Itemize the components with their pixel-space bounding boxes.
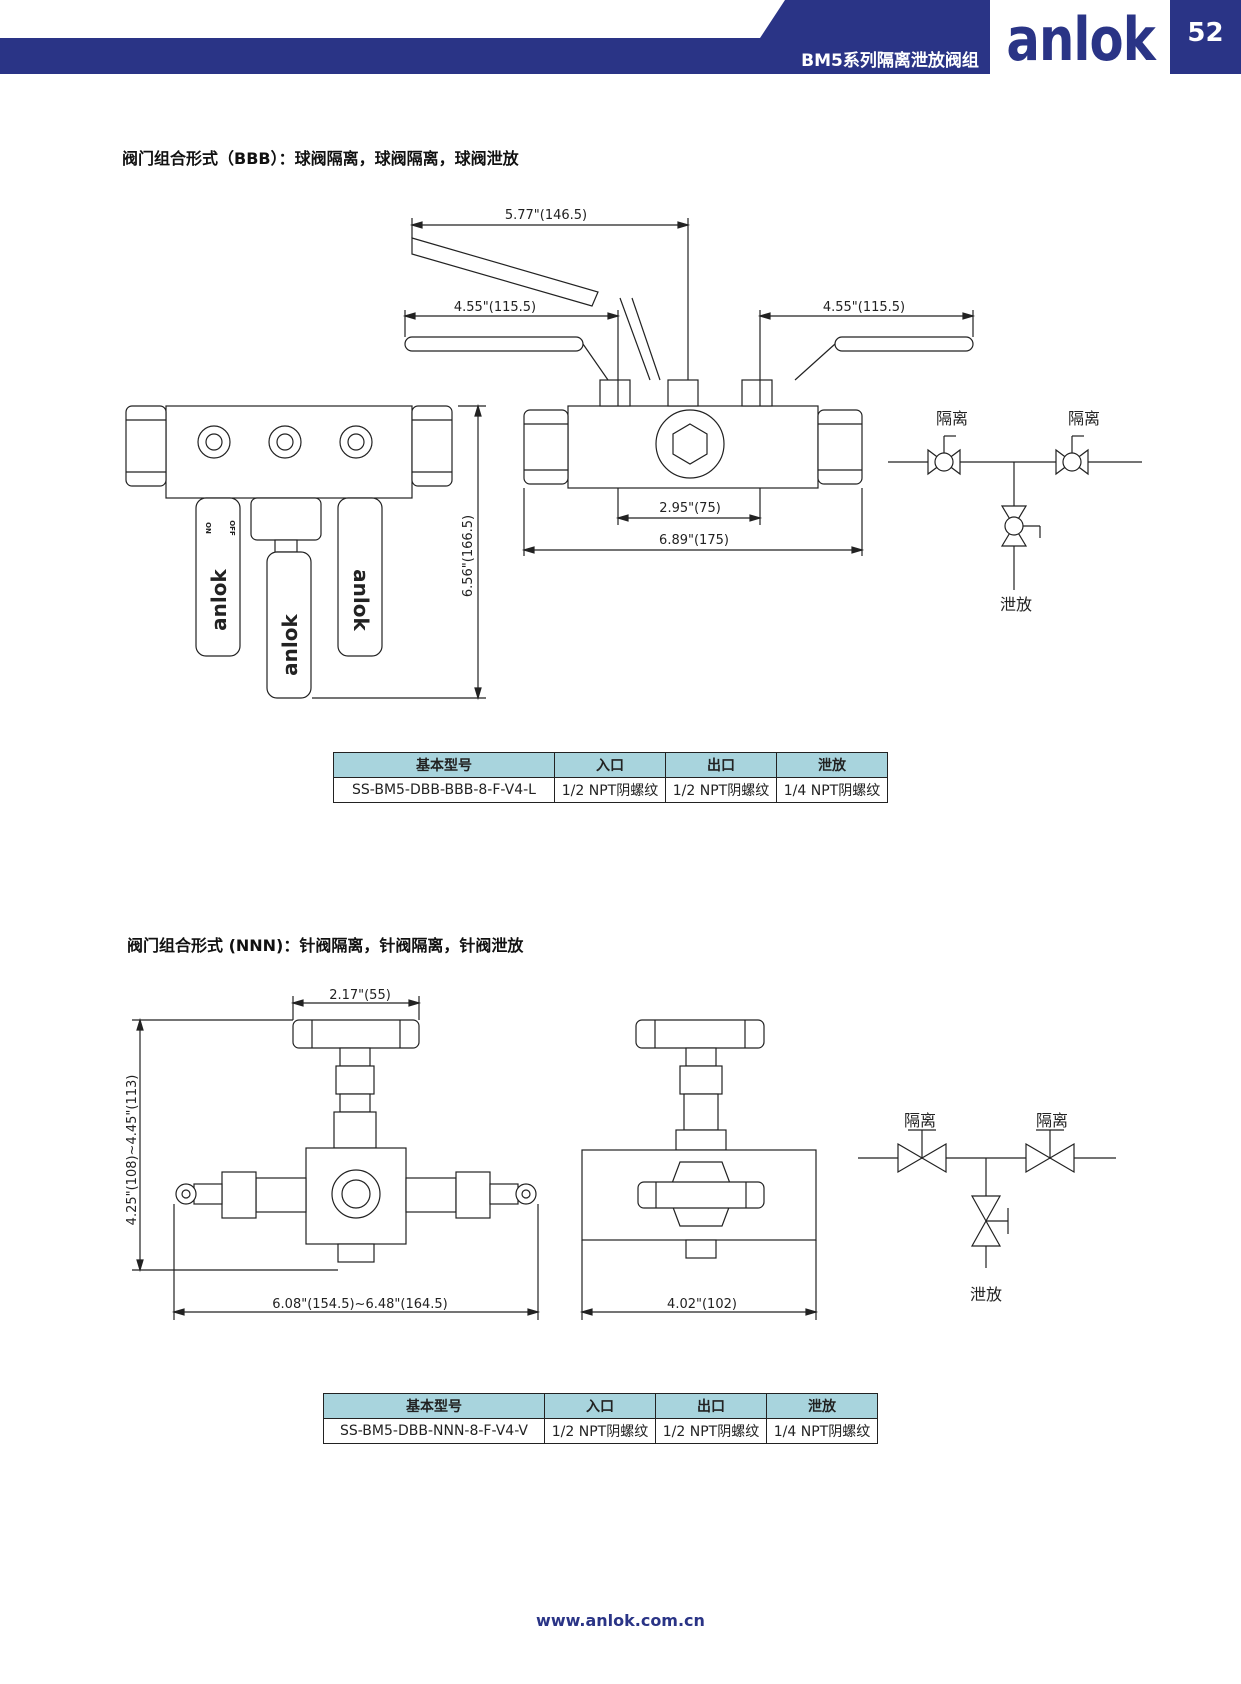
dim-handle-width: 2.17"(55): [329, 988, 391, 1003]
header-bar: [0, 0, 1241, 74]
section-title-bbb: 阀门组合形式（BBB）：球阀隔离，球阀隔离，球阀泄放: [122, 149, 519, 168]
table-row: SS-BM5-DBB-NNN-8-F-V4-V 1/2 NPT阴螺纹 1/2 N…: [323, 1418, 878, 1444]
table-header-outlet: 出口: [655, 1393, 767, 1419]
table-row: SS-BM5-DBB-BBB-8-F-V4-L 1/2 NPT阴螺纹 1/2 N…: [333, 777, 888, 803]
schematic-isolate-left: 隔离: [904, 1111, 936, 1130]
table-cell-model: SS-BM5-DBB-NNN-8-F-V4-V: [323, 1418, 545, 1444]
table-header-vent: 泄放: [766, 1393, 878, 1419]
page-number: 52: [1187, 18, 1224, 48]
table-header-vent: 泄放: [776, 752, 888, 778]
dim-body-width: 6.89"(175): [659, 533, 729, 548]
table-cell-model: SS-BM5-DBB-BBB-8-F-V4-L: [333, 777, 555, 803]
dim-height: 6.56"(166.5): [461, 515, 476, 597]
schematic-vent: 泄放: [1000, 595, 1032, 614]
table-cell-vent: 1/4 NPT阴螺纹: [766, 1418, 878, 1444]
section-title-nnn: 阀门组合形式 (NNN)：针阀隔离，针阀隔离，针阀泄放: [127, 936, 524, 955]
spec-table-nnn: 基本型号 入口 出口 泄放 SS-BM5-DBB-NNN-8-F-V4-V 1/…: [323, 1393, 878, 1444]
handle-brand-center: anlok: [278, 613, 302, 675]
dim-length-range: 6.08"(154.5)~6.48"(164.5): [272, 1297, 447, 1312]
handle-brand-right: anlok: [349, 569, 373, 631]
handle-brand-left: anlok: [207, 568, 231, 630]
handle-off-label: OFF: [228, 520, 236, 536]
table-cell-vent: 1/4 NPT阴螺纹: [776, 777, 888, 803]
brand-logo: anlok: [1006, 5, 1155, 75]
dim-center: 2.95"(75): [659, 501, 721, 516]
dim-right-handle: 4.55"(115.5): [823, 300, 905, 315]
table-header-model: 基本型号: [323, 1393, 545, 1419]
footer-url[interactable]: www.anlok.com.cn: [536, 1611, 705, 1630]
bbb-drawing: 5.77"(146.5) 4.55"(115.5) 4.55"(115.5) 6…: [125, 208, 1142, 701]
table-header-inlet: 入口: [544, 1393, 656, 1419]
schematic-vent: 泄放: [970, 1285, 1002, 1304]
table-cell-inlet: 1/2 NPT阴螺纹: [544, 1418, 656, 1444]
schematic-isolate-left: 隔离: [936, 409, 968, 428]
table-cell-inlet: 1/2 NPT阴螺纹: [554, 777, 666, 803]
table-cell-outlet: 1/2 NPT阴螺纹: [665, 777, 777, 803]
dim-height-range: 4.25"(108)~4.45"(113): [125, 1075, 140, 1226]
dim-left-handle: 4.55"(115.5): [454, 300, 536, 315]
handle-on-label: ON: [204, 522, 212, 534]
series-title: BM5系列隔离泄放阀组: [801, 51, 979, 71]
dim-top-width: 5.77"(146.5): [505, 208, 587, 223]
spec-table-bbb: 基本型号 入口 出口 泄放 SS-BM5-DBB-BBB-8-F-V4-L 1/…: [333, 752, 888, 803]
schematic-isolate-right: 隔离: [1036, 1111, 1068, 1130]
table-cell-outlet: 1/2 NPT阴螺纹: [655, 1418, 767, 1444]
dim-side-width: 4.02"(102): [667, 1297, 737, 1312]
schematic-isolate-right: 隔离: [1068, 409, 1100, 428]
